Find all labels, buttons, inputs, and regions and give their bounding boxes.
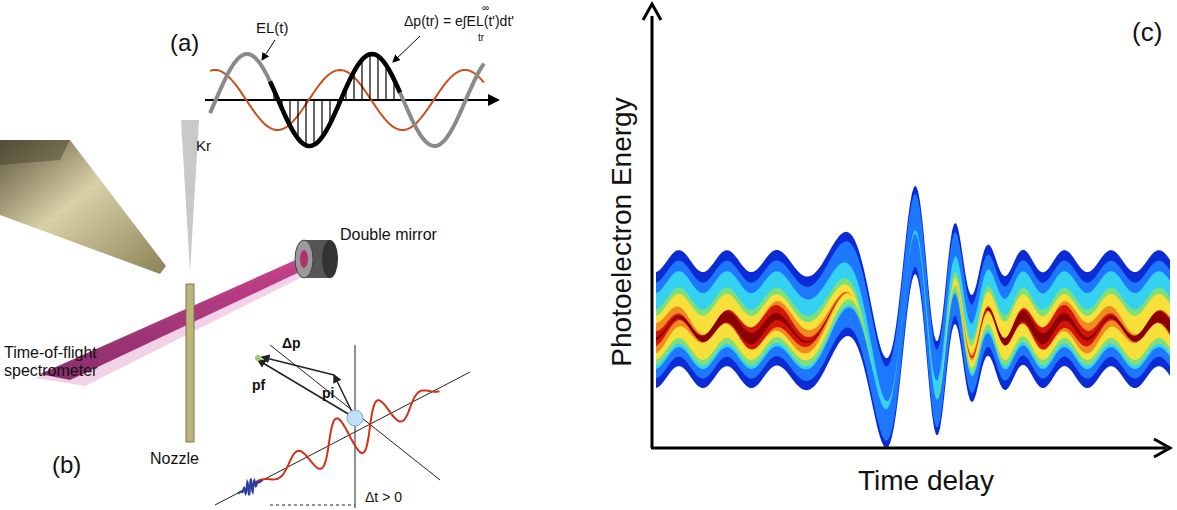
x-arrow — [1154, 439, 1170, 457]
momentum-hatch — [385, 65, 386, 100]
annotation: Time-of-flight spectrometer — [4, 344, 154, 379]
inset-wave — [238, 390, 440, 495]
annotation: Double mirror — [340, 226, 437, 244]
xuv-pulse — [238, 479, 263, 496]
annotation: Δp(tr) = e∫EL(t')dt' — [404, 14, 514, 29]
panel-label: (b) — [52, 452, 81, 478]
nozzle-rod — [186, 284, 194, 442]
mirror-spot — [300, 250, 308, 268]
momentum-hatch — [377, 56, 378, 100]
propagation-axis — [215, 372, 470, 505]
spectrogram-level — [656, 238, 1170, 411]
annotation: EL(t) — [256, 20, 289, 37]
x-axis — [651, 447, 1166, 450]
spectrogram — [656, 186, 1170, 448]
momentum-hatch — [369, 54, 370, 100]
vector-potential-wave — [210, 70, 484, 130]
streaking-field — [245, 390, 440, 490]
spectrogram-level — [656, 238, 1170, 411]
spectrogram-level — [656, 238, 1170, 411]
annotation: ∞ — [482, 2, 489, 13]
spectrogram-level — [656, 186, 1170, 448]
axis-arrow — [488, 94, 500, 106]
momentum-hatch — [321, 100, 322, 137]
annotation: Δt > 0 — [365, 490, 402, 505]
leader-line — [262, 40, 275, 60]
momentum-hatch — [361, 60, 362, 100]
annotation: Kr — [196, 138, 211, 155]
annotation: tr — [478, 32, 484, 43]
spectrogram-level — [656, 194, 1170, 441]
setup-illustration — [0, 120, 470, 508]
annotation: pf — [252, 378, 265, 393]
momentum-hatch — [297, 100, 298, 139]
waveform-plot — [205, 36, 500, 146]
leader-line — [393, 36, 420, 62]
annotation: Δp — [282, 336, 301, 351]
delay-marker — [270, 505, 355, 506]
integrated-segment — [270, 54, 400, 146]
panel-label: (a) — [170, 30, 199, 56]
field-wave — [210, 54, 484, 146]
mirror-back — [322, 240, 338, 278]
y-arrow — [643, 4, 661, 20]
panel-label: (c) — [1132, 18, 1162, 47]
tof-spectrometer — [0, 140, 166, 274]
spectrogram-level — [656, 238, 1170, 411]
momentum-hatch — [305, 100, 306, 145]
axis-title: Photoelectron Energy — [607, 97, 638, 366]
annotation: pi — [322, 386, 334, 401]
electron-dot — [255, 355, 261, 361]
spectrogram-level — [656, 238, 1170, 411]
annotation: Nozzle — [150, 450, 199, 468]
atom-sphere — [347, 410, 363, 426]
momentum-hatch — [313, 100, 314, 145]
double-mirror — [295, 240, 313, 278]
panel-label: Time delay — [858, 466, 994, 497]
y-axis — [651, 16, 654, 448]
dp-vector — [262, 357, 334, 375]
tof-shade — [0, 140, 70, 165]
